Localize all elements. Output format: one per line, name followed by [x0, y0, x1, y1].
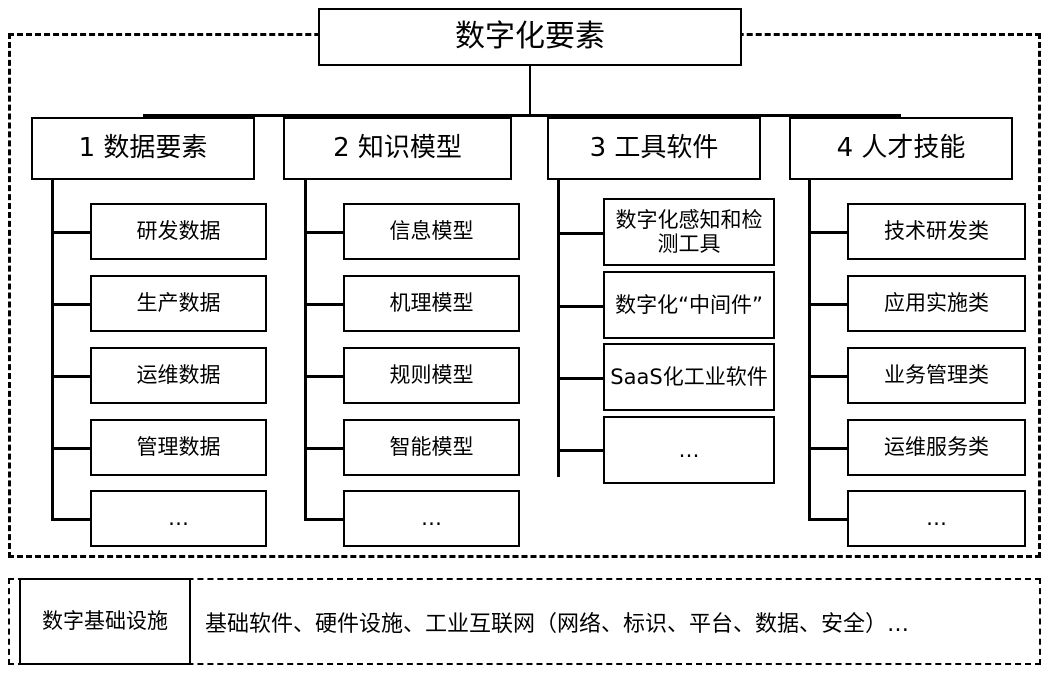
item-box-3-1: 数字化感知和检测工具: [603, 198, 775, 266]
item-label-4-2: 应用实施类: [884, 291, 989, 316]
item-label-2-3: 规则模型: [389, 363, 474, 388]
item-label-4-3: 业务管理类: [884, 363, 989, 388]
infrastructure-label: 数字基础设施: [42, 609, 168, 634]
item-label-4-4: 运维服务类: [884, 435, 989, 460]
root-stem-connector: [528, 66, 532, 116]
item-box-4-1: 技术研发类: [847, 203, 1026, 260]
item-branch-2-1: [304, 231, 344, 234]
item-branch-1-5: [51, 518, 91, 521]
item-box-3-2: 数字化“中间件”: [603, 271, 775, 339]
item-branch-3-4: [557, 449, 604, 452]
category-header-2: 2 知识模型: [283, 117, 512, 180]
category-header-label-1: 1 数据要素: [78, 132, 208, 163]
infrastructure-content: 基础软件、硬件设施、工业互联网（网络、标识、平台、数据、安全）…: [205, 611, 910, 637]
item-box-3-4: …: [603, 416, 775, 484]
category-header-label-2: 2 知识模型: [333, 132, 462, 163]
item-branch-1-1: [51, 231, 91, 234]
root-title-label: 数字化要素: [455, 18, 605, 54]
item-box-3-3: SaaS化工业软件: [603, 343, 775, 411]
category-drop-connector-2: [395, 114, 398, 119]
item-box-4-2: 应用实施类: [847, 275, 1026, 332]
category-spine-4: [808, 180, 811, 518]
item-box-1-4: 管理数据: [90, 419, 267, 476]
item-box-4-5: …: [847, 490, 1026, 547]
item-label-2-2: 机理模型: [389, 291, 474, 316]
category-header-1: 1 数据要素: [31, 117, 255, 180]
item-branch-2-2: [304, 303, 344, 306]
item-box-4-3: 业务管理类: [847, 347, 1026, 404]
category-spine-3: [557, 180, 560, 477]
category-header-4: 4 人才技能: [789, 117, 1013, 180]
category-spine-1: [51, 180, 54, 518]
item-branch-4-5: [808, 518, 848, 521]
item-branch-4-1: [808, 231, 848, 234]
item-label-1-5: …: [168, 506, 189, 531]
category-bus-connector: [143, 114, 900, 117]
item-branch-3-2: [557, 305, 604, 308]
item-branch-1-2: [51, 303, 91, 306]
item-branch-3-1: [557, 232, 604, 235]
item-branch-4-2: [808, 303, 848, 306]
item-box-2-4: 智能模型: [343, 419, 520, 476]
item-branch-4-4: [808, 447, 848, 450]
item-label-1-1: 研发数据: [136, 219, 221, 244]
item-branch-3-3: [557, 377, 604, 380]
category-header-3: 3 工具软件: [547, 117, 761, 180]
category-drop-connector-4: [898, 114, 901, 119]
item-label-4-5: …: [926, 506, 947, 531]
item-branch-1-3: [51, 375, 91, 378]
item-label-2-4: 智能模型: [389, 435, 474, 460]
category-drop-connector-3: [652, 114, 655, 119]
item-box-4-4: 运维服务类: [847, 419, 1026, 476]
item-branch-4-3: [808, 375, 848, 378]
item-box-2-2: 机理模型: [343, 275, 520, 332]
item-box-1-1: 研发数据: [90, 203, 267, 260]
item-label-1-3: 运维数据: [136, 363, 221, 388]
category-drop-connector-1: [143, 114, 146, 119]
item-label-3-3: SaaS化工业软件: [610, 364, 768, 389]
item-box-2-5: …: [343, 490, 520, 547]
item-branch-2-5: [304, 518, 344, 521]
item-box-1-2: 生产数据: [90, 275, 267, 332]
item-box-2-3: 规则模型: [343, 347, 520, 404]
category-spine-2: [304, 180, 307, 518]
category-header-label-4: 4 人才技能: [836, 132, 966, 163]
item-box-1-5: …: [90, 490, 267, 547]
item-branch-1-4: [51, 447, 91, 450]
item-label-1-4: 管理数据: [136, 435, 221, 460]
infrastructure-dashed-region: [8, 578, 1041, 665]
infrastructure-content-area: 基础软件、硬件设施、工业互联网（网络、标识、平台、数据、安全）…: [205, 578, 1035, 665]
infrastructure-label-box: 数字基础设施: [19, 578, 191, 665]
item-label-4-1: 技术研发类: [884, 219, 989, 244]
item-label-3-2: 数字化“中间件”: [615, 292, 763, 317]
item-box-1-3: 运维数据: [90, 347, 267, 404]
item-label-2-1: 信息模型: [389, 219, 474, 244]
item-label-2-5: …: [421, 506, 442, 531]
root-title-box: 数字化要素: [318, 8, 742, 66]
item-branch-2-4: [304, 447, 344, 450]
item-box-2-1: 信息模型: [343, 203, 520, 260]
item-branch-2-3: [304, 375, 344, 378]
item-label-3-4: …: [678, 437, 700, 462]
item-label-3-1: 数字化感知和检测工具: [615, 207, 763, 256]
category-header-label-3: 3 工具软件: [589, 132, 719, 163]
item-label-1-2: 生产数据: [136, 291, 221, 316]
